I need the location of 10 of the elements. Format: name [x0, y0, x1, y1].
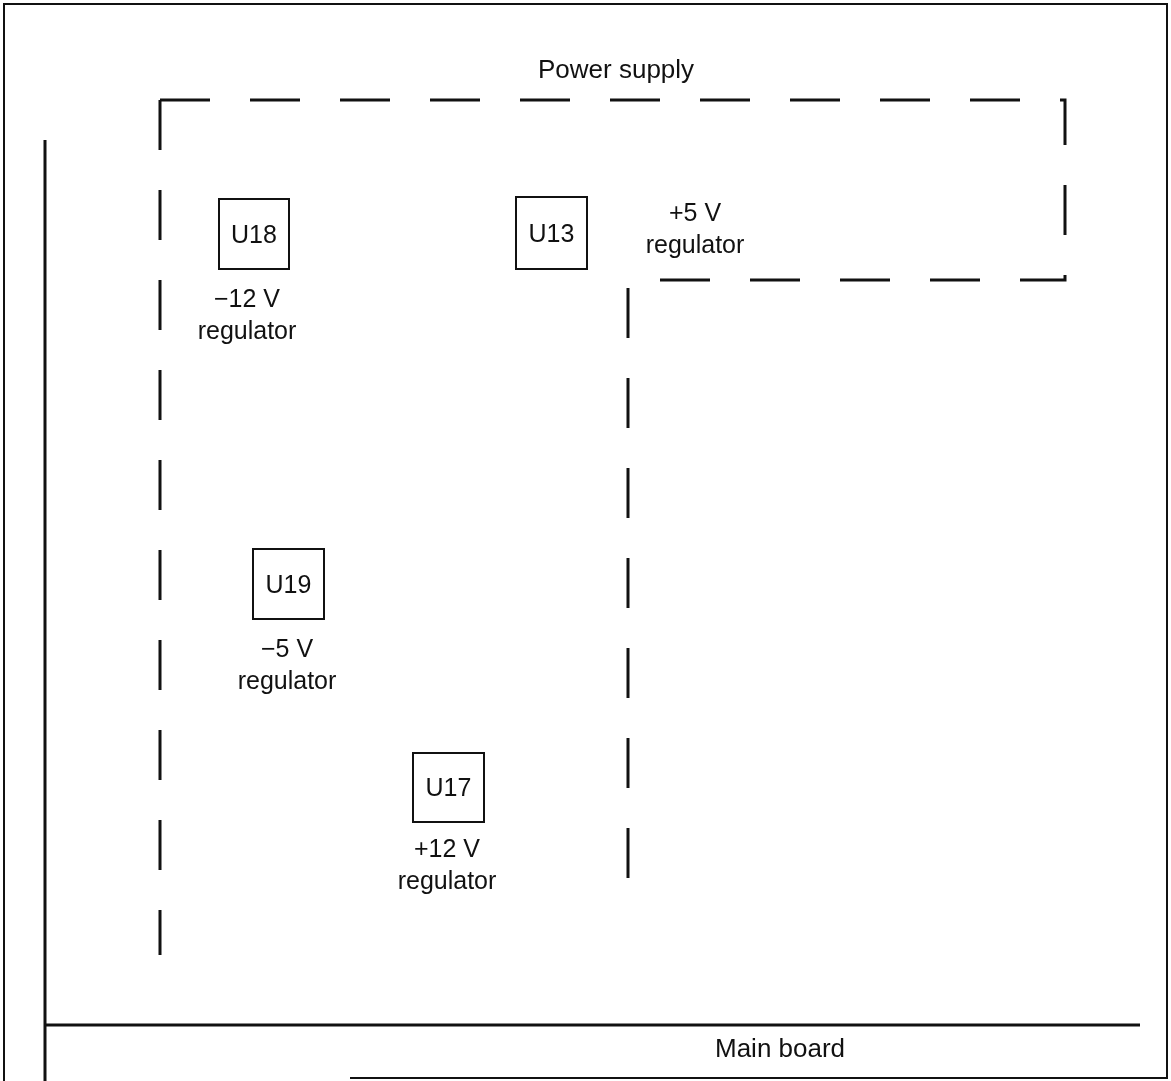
component-box: U19 — [252, 548, 325, 620]
region-title: Power supply — [538, 54, 695, 85]
component-caption: −12 V regulator — [196, 283, 298, 346]
component-caption: +5 V regulator — [644, 197, 746, 260]
component-box: U18 — [218, 198, 290, 270]
component-caption: −5 V regulator — [236, 633, 338, 696]
component-box: U13 — [515, 196, 588, 270]
component-box: U17 — [412, 752, 485, 823]
board-label: Main board — [715, 1033, 846, 1064]
component-caption: +12 V regulator — [396, 833, 498, 896]
